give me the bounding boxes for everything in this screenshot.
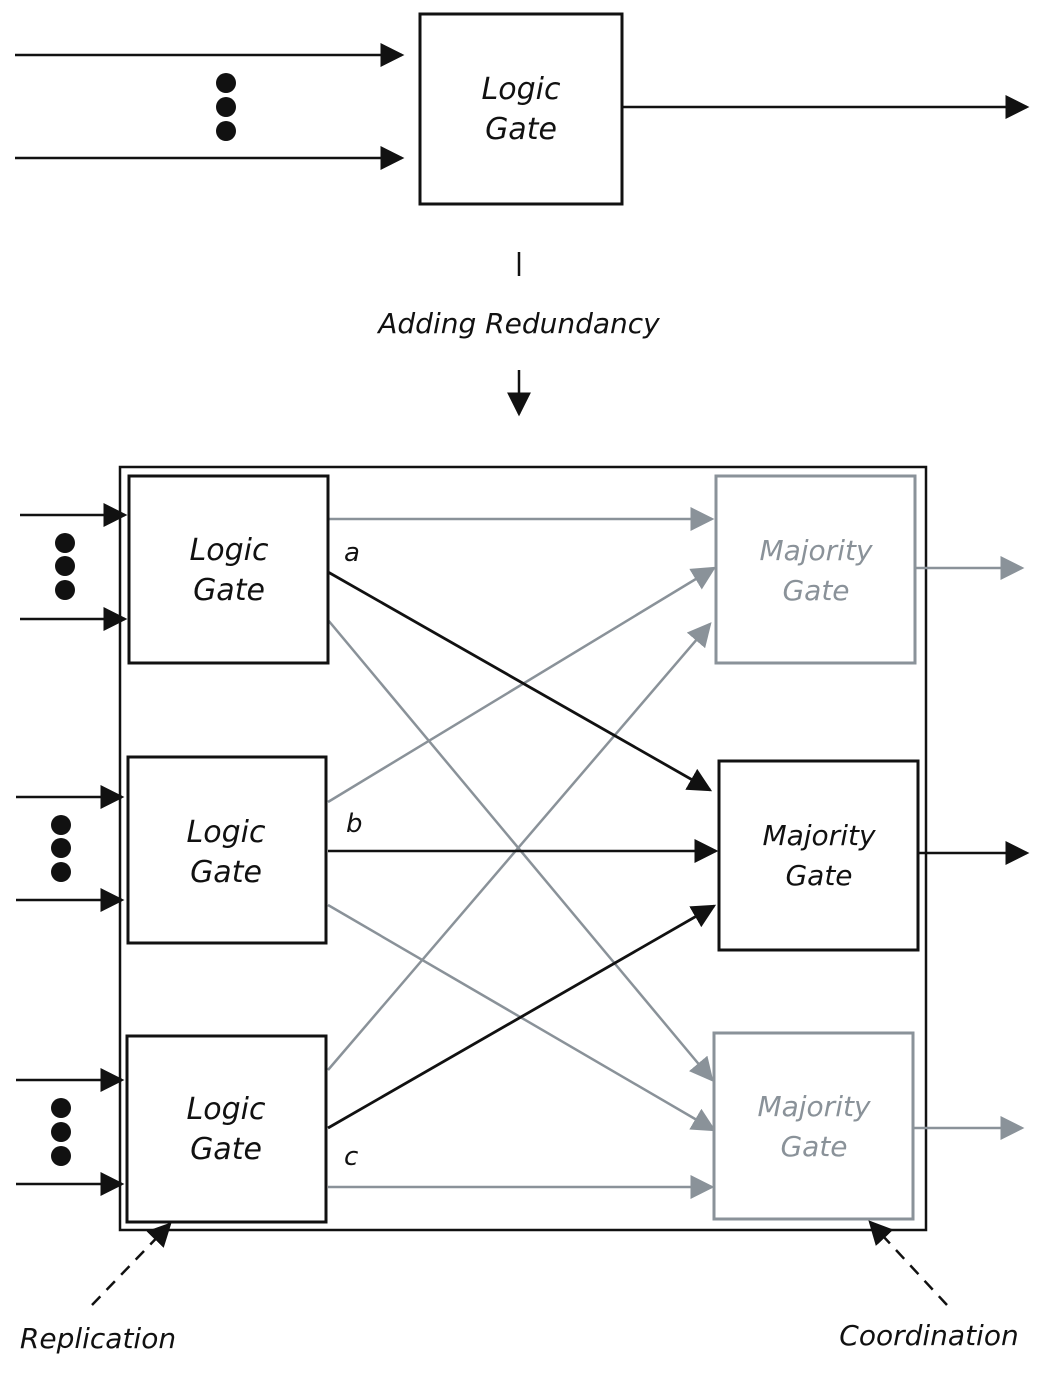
majority-gate-1-label-line1: Majority (759, 534, 872, 567)
majority-gate-3: Majority Gate (712, 1031, 1025, 1221)
lg2-input-ellipsis (51, 815, 71, 882)
output-label-b: b (346, 809, 363, 839)
majority-gate-1: Majority Gate (714, 474, 1025, 665)
top-logic-gate-label-line2: Gate (485, 112, 557, 147)
top-input-ellipsis (216, 73, 236, 141)
transition-label: Adding Redundancy (376, 307, 660, 340)
output-label-c: c (344, 1142, 358, 1172)
gray-connections (327, 507, 717, 1199)
conn-c-to-m1 (327, 622, 712, 1071)
majority-gate-3-label-line1: Majority (757, 1090, 870, 1123)
majority-gate-3-box (712, 1031, 915, 1221)
logic-gate-3-label-line2: Gate (190, 1132, 262, 1167)
logic-gate-3-label-line1: Logic (187, 1092, 266, 1127)
replication-pointer (91, 1222, 172, 1306)
top-section: Logic Gate (15, 12, 1030, 206)
conn-c-to-m2 (327, 904, 717, 1130)
top-logic-gate-box (418, 12, 624, 206)
majority-gate-2-label-line1: Majority (762, 819, 875, 852)
majority-gate-2-box (717, 759, 920, 952)
logic-gate-2-label-line1: Logic (187, 815, 266, 850)
logic-gate-3-box (125, 1034, 328, 1224)
logic-gate-2-label-line2: Gate (190, 855, 262, 890)
majority-gate-2: Majority Gate (717, 759, 1030, 952)
majority-gate-1-label-line2: Gate (782, 574, 849, 607)
logic-gate-2-box (126, 755, 328, 945)
conn-b-to-m1 (327, 566, 717, 804)
annotation-coordination: Coordination (839, 1220, 1019, 1352)
logic-gate-2: Logic Gate b (126, 755, 363, 945)
conn-a-to-m2 (327, 570, 713, 792)
dark-connections (327, 570, 719, 1130)
replica-inputs (16, 503, 128, 1196)
logic-gate-3: Logic Gate c (125, 1034, 358, 1224)
replication-label: Replication (20, 1322, 176, 1355)
logic-gate-1-box (127, 474, 330, 665)
lg3-input-ellipsis (51, 1098, 71, 1166)
majority-gate-2-label-line2: Gate (785, 859, 852, 892)
majority-gate-3-label-line2: Gate (780, 1130, 847, 1163)
coordination-label: Coordination (839, 1319, 1018, 1352)
top-logic-gate-label-line1: Logic (482, 72, 561, 107)
logic-gate-1-label-line2: Gate (193, 573, 265, 608)
lg1-input-ellipsis (55, 533, 75, 600)
output-label-a: a (344, 538, 360, 568)
transition: Adding Redundancy (376, 252, 660, 417)
annotation-replication: Replication (20, 1222, 176, 1355)
logic-gate-1-label-line1: Logic (190, 533, 269, 568)
majority-gate-1-box (714, 474, 917, 665)
redundant-system-container (118, 465, 928, 1232)
logic-gate-1: Logic Gate a (127, 474, 360, 665)
coordination-pointer (868, 1220, 948, 1306)
